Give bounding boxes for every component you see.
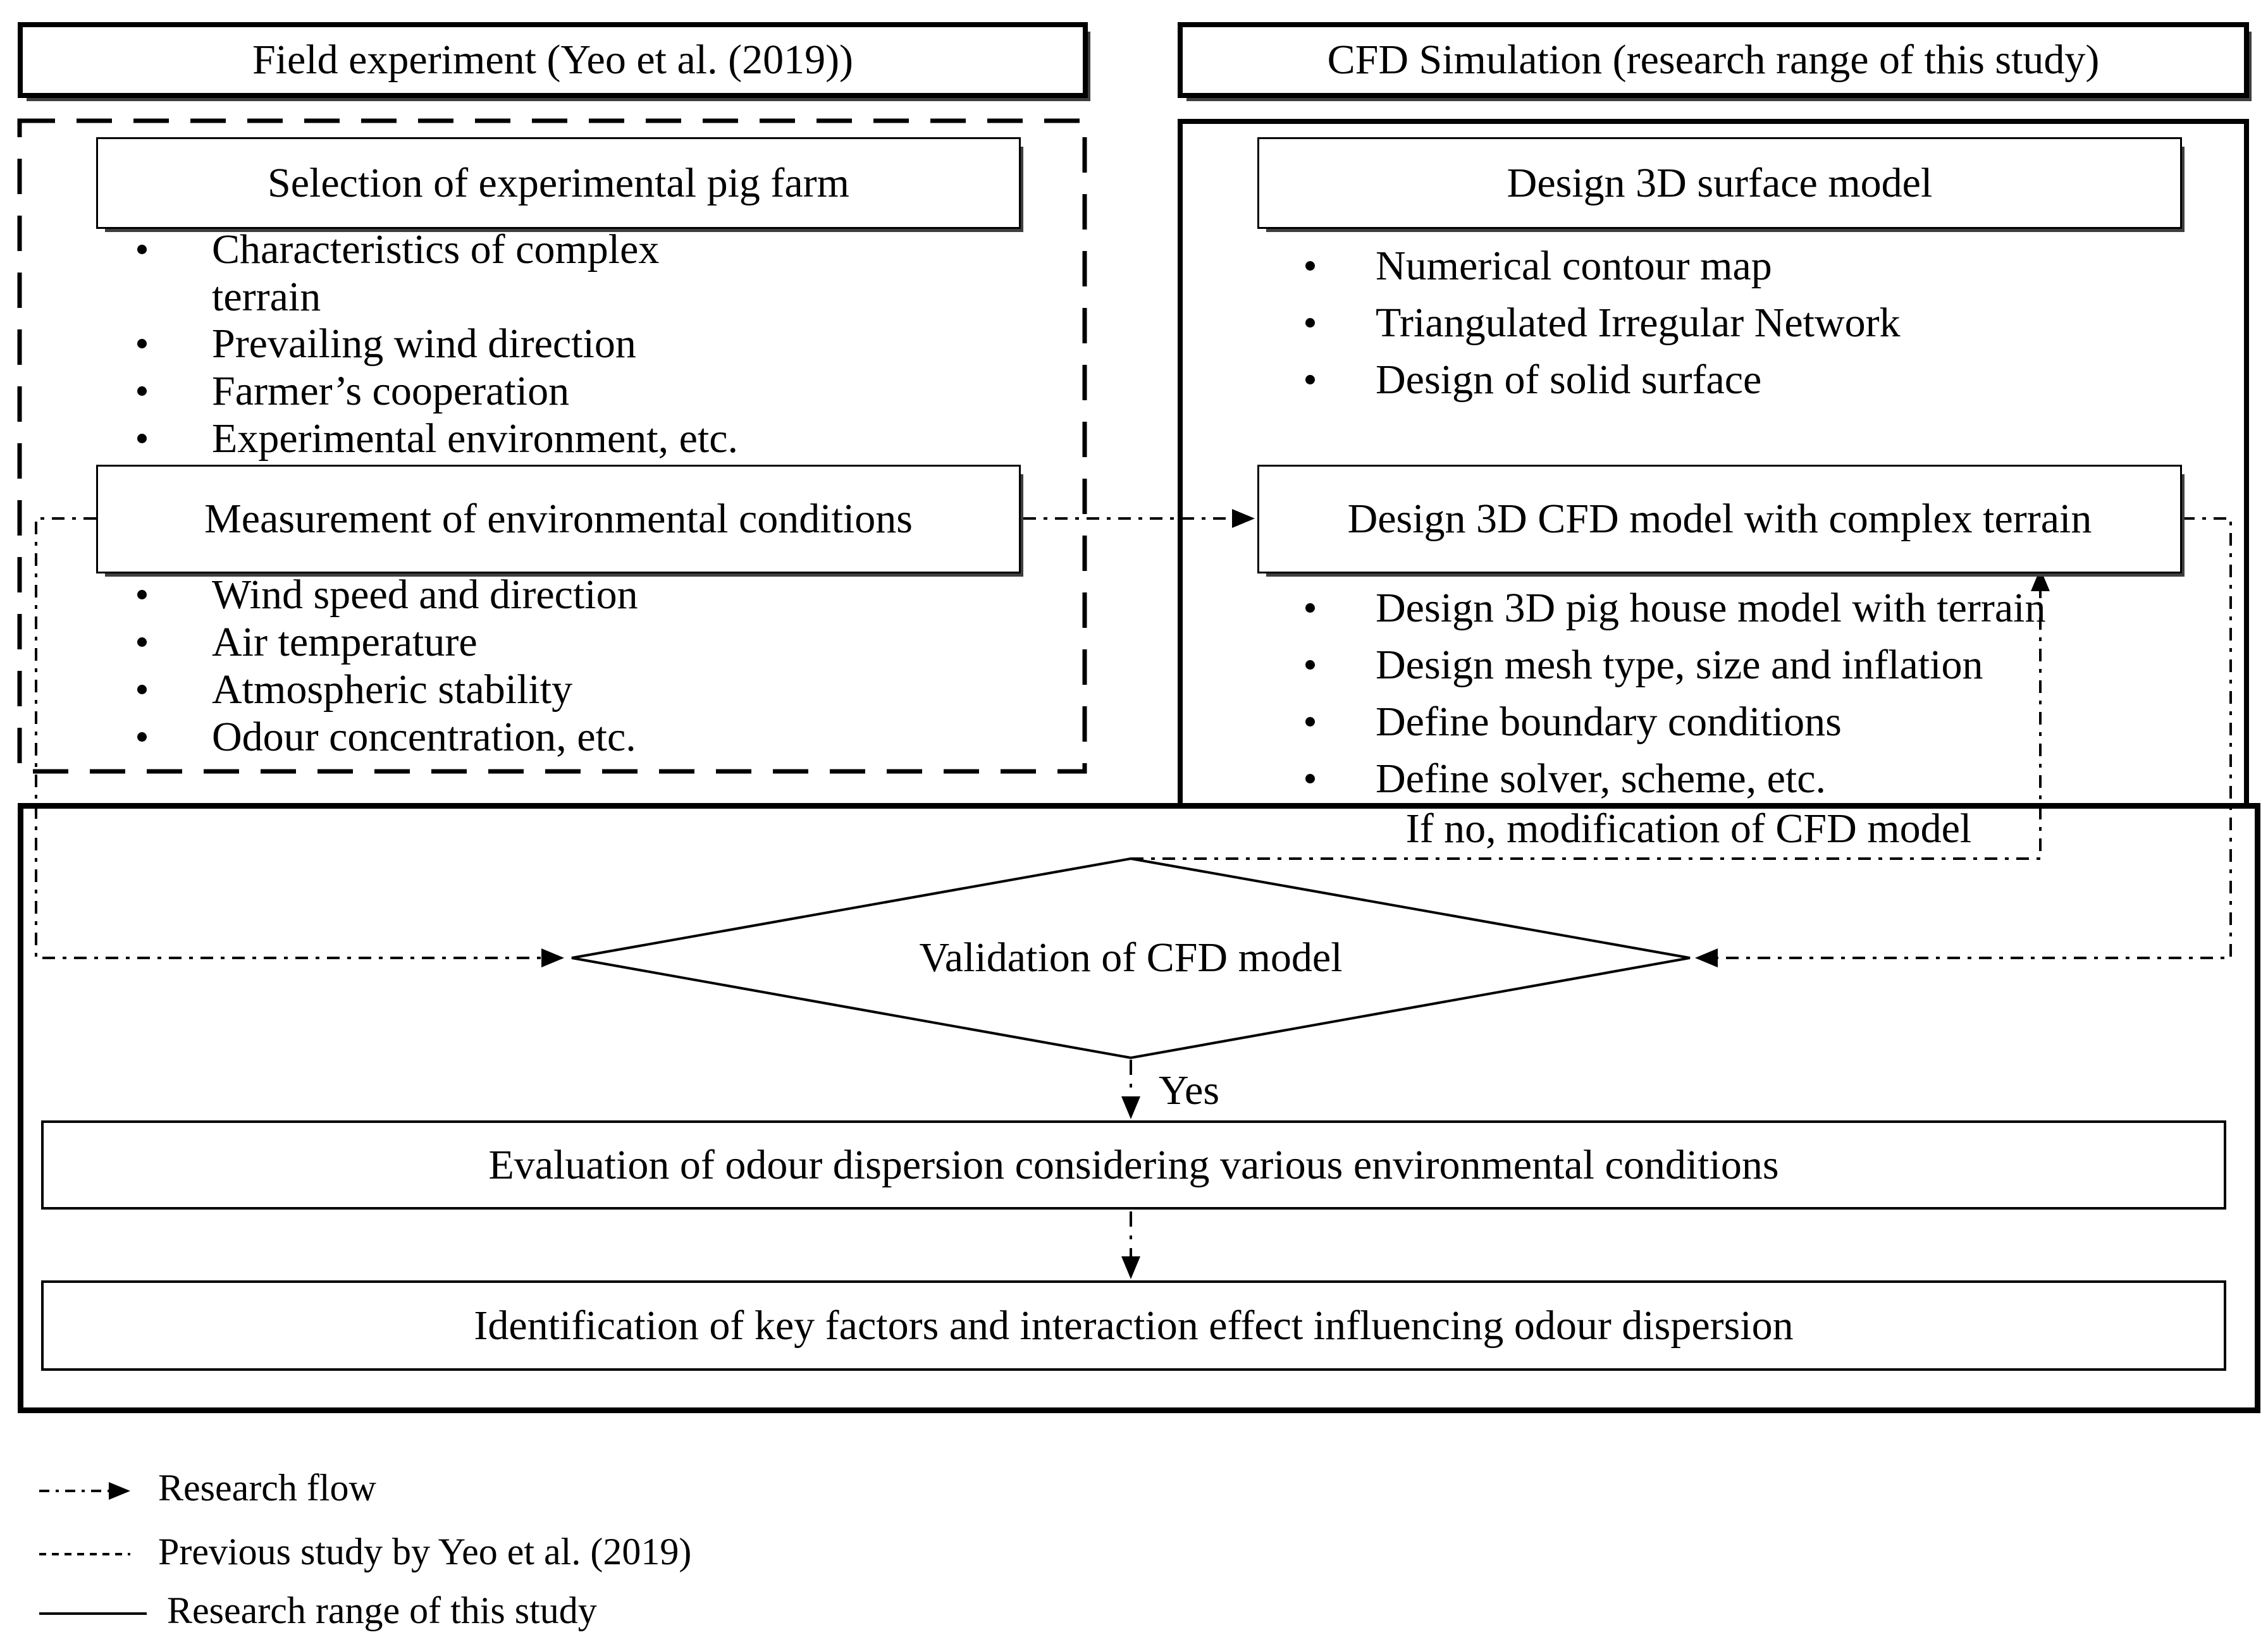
bullet-icon — [137, 685, 147, 694]
list-item: Characteristics of complex terrain — [137, 226, 1010, 321]
arrow-down-icon — [1121, 1256, 1140, 1279]
decision-label-text: Validation of CFD model — [919, 935, 1343, 981]
research-range-container — [18, 803, 2260, 1413]
list-item: Define solver, scheme, etc. — [1305, 755, 2203, 802]
bullet-icon — [137, 637, 147, 647]
list-item-label: Atmospheric stability — [212, 666, 573, 713]
arrow-right-icon — [541, 948, 564, 967]
list-item-label: Odour concentration, etc. — [212, 714, 636, 760]
yes-label: Yes — [1159, 1070, 1219, 1112]
arrow-right-icon — [109, 1482, 130, 1500]
list-item: Atmospheric stability — [137, 666, 1010, 713]
list-item-label: Design of solid surface — [1376, 357, 1762, 403]
list-item: Odour concentration, etc. — [137, 713, 1010, 761]
arrow-right-icon — [1232, 509, 1255, 528]
list-item: Wind speed and direction — [137, 571, 1010, 618]
list-item: Air temperature — [137, 618, 1010, 666]
measurement-conditions-label: Measurement of environmental conditions — [204, 496, 913, 543]
list-item: Numerical contour map — [1305, 242, 2203, 290]
evaluation-label: Evaluation of odour dispersion consideri… — [488, 1141, 1779, 1188]
list-item-label: Design mesh type, size and inflation — [1376, 642, 1983, 688]
bullet-icon — [137, 339, 147, 348]
legend-previous-study: Previous study by Yeo et al. (2019) — [158, 1533, 691, 1571]
measurement-conditions-box: Measurement of environmental conditions — [96, 465, 1021, 573]
list-item-label: Numerical contour map — [1376, 243, 1772, 289]
list-item-label: Define boundary conditions — [1376, 699, 1842, 745]
field-experiment-header: Field experiment (Yeo et al. (2019)) — [18, 22, 1088, 98]
ifno-label: If no, modification of CFD model — [1391, 808, 1986, 850]
arrow-down-icon — [1121, 1096, 1140, 1119]
bullet-icon — [1305, 717, 1315, 726]
evaluation-box: Evaluation of odour dispersion consideri… — [41, 1120, 2226, 1210]
list-item: Farmer’s cooperation — [137, 367, 1010, 415]
bullet-icon — [1305, 318, 1315, 328]
list-item-label: Experimental environment, etc. — [212, 415, 739, 462]
bullet-icon — [137, 434, 147, 443]
list-item: Triangulated Irregular Network — [1305, 299, 2203, 346]
cfd-simulation-header: CFD Simulation (research range of this s… — [1178, 22, 2249, 98]
list-item: Design of solid surface — [1305, 356, 2203, 403]
legend-research-range: Research range of this study — [167, 1591, 597, 1629]
bullet-icon — [1305, 375, 1315, 384]
list-item: Design mesh type, size and inflation — [1305, 641, 2203, 689]
identification-label: Identification of key factors and intera… — [474, 1302, 1794, 1349]
legend-research-range-label: Research range of this study — [167, 1590, 597, 1631]
list-item-label: Design 3D pig house model with terrain — [1376, 585, 2046, 631]
list-item: Design 3D pig house model with terrain — [1305, 584, 2203, 632]
legend-previous-study-label: Previous study by Yeo et al. (2019) — [158, 1531, 692, 1572]
ifno-label-text: If no, modification of CFD model — [1405, 806, 1972, 852]
design-cfd-model-box: Design 3D CFD model with complex terrain — [1257, 465, 2182, 573]
list-item: Define boundary conditions — [1305, 698, 2203, 745]
list-item-label: Air temperature — [212, 619, 478, 665]
design-cfd-model-label: Design 3D CFD model with complex terrain — [1347, 496, 2092, 543]
legend-research-flow: Research flow — [158, 1469, 376, 1507]
design-surface-model-label: Design 3D surface model — [1507, 159, 1933, 206]
previous-study-dashed-border — [17, 118, 1087, 774]
list-item-label: Characteristics of complex terrain — [212, 226, 660, 320]
arrow-up-icon — [2031, 568, 2050, 591]
bullet-icon — [1305, 660, 1315, 670]
decision-label: Validation of CFD model — [815, 937, 1447, 979]
decision-diamond — [571, 857, 1691, 1060]
list-item-label: Farmer’s cooperation — [212, 368, 570, 414]
selection-pig-farm-box: Selection of experimental pig farm — [96, 137, 1021, 229]
list-item-label: Wind speed and direction — [212, 572, 638, 618]
bullet-icon — [1305, 261, 1315, 271]
bullet-icon — [1305, 774, 1315, 783]
legend-research-flow-label: Research flow — [158, 1467, 376, 1509]
arrow-left-icon — [1695, 948, 1718, 967]
bullet-icon — [137, 732, 147, 742]
list-item-label: Triangulated Irregular Network — [1376, 300, 1901, 346]
bullet-icon — [137, 245, 147, 254]
flow-ifno-loop-line — [1131, 591, 2042, 860]
cfd-simulation-header-label: CFD Simulation (research range of this s… — [1327, 37, 2100, 83]
field-experiment-header-label: Field experiment (Yeo et al. (2019)) — [252, 37, 854, 83]
selection-pig-farm-label: Selection of experimental pig farm — [267, 159, 849, 206]
bullet-icon — [137, 590, 147, 599]
design-surface-model-box: Design 3D surface model — [1257, 137, 2182, 229]
list-item: Prevailing wind direction — [137, 320, 1010, 367]
list-item: Experimental environment, etc. — [137, 415, 1010, 462]
bullet-icon — [1305, 603, 1315, 613]
list-item-label: Define solver, scheme, etc. — [1376, 756, 1827, 802]
list-item-label: Prevailing wind direction — [212, 321, 636, 367]
bullet-icon — [137, 386, 147, 396]
identification-box: Identification of key factors and intera… — [41, 1280, 2226, 1371]
yes-label-text: Yes — [1159, 1067, 1220, 1113]
